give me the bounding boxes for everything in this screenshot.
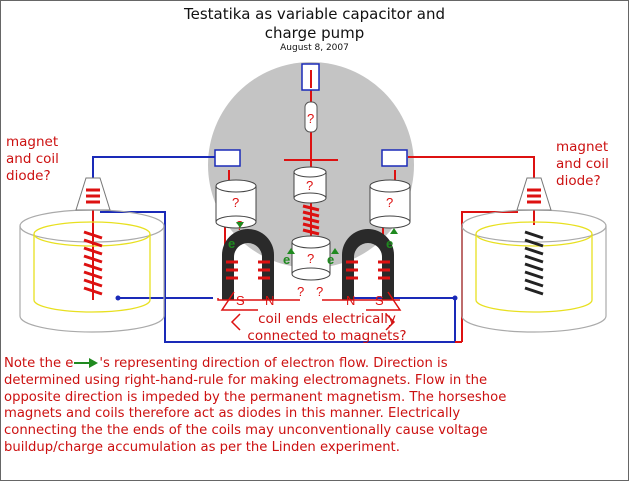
left-coil-bracket — [220, 291, 258, 311]
note-line-6: buildup/charge accumulation as per the L… — [4, 439, 400, 455]
left-brush-box — [214, 149, 241, 167]
left-diode-cone — [75, 177, 111, 211]
right-label-line: magnet — [556, 139, 609, 155]
north-pole-label: N — [346, 293, 355, 308]
right-coil-bracket — [366, 291, 402, 311]
title-line-2: charge pump — [264, 24, 365, 42]
question-mark: ? — [316, 284, 323, 299]
electron-label: e — [228, 236, 235, 251]
right-label-line: and coil — [556, 156, 609, 172]
question-mark: ? — [386, 195, 393, 210]
coil-label-bracket-right — [385, 313, 396, 331]
coil-ends-label: coil ends electrically connected to magn… — [227, 311, 427, 345]
right-brush-box — [381, 149, 408, 167]
left-label-line: and coil — [6, 151, 59, 167]
blue-wire-left-top — [92, 156, 215, 210]
note-line-1-rest: 's representing direction of electron fl… — [99, 356, 448, 371]
right-cup — [369, 179, 411, 229]
title-line-1: Testatika as variable capacitor and — [184, 5, 445, 23]
left-long-coil — [83, 230, 103, 296]
red-wire-right-side — [461, 211, 518, 342]
explanatory-note: Note the e 's representing direction of e… — [4, 356, 626, 457]
question-mark: ? — [307, 251, 314, 266]
center-bottom-cup — [291, 235, 331, 281]
question-mark: ? — [307, 111, 314, 126]
question-mark: ? — [297, 284, 304, 299]
electron-markers: e e e e — [228, 236, 393, 267]
coil-label-line: coil ends electrically — [258, 311, 396, 327]
note-line-4: magnets and coils therefore act as diode… — [4, 406, 461, 422]
coil-label-bracket-left — [230, 313, 241, 331]
coil-end-leads — [217, 298, 400, 301]
left-label-line: diode? — [6, 168, 51, 184]
note-line-2: determined using right-hand-rule for mak… — [4, 372, 488, 388]
right-diode-cone — [516, 177, 552, 211]
electron-arrow — [331, 248, 339, 254]
electron-label: e — [386, 236, 393, 251]
left-cylinder — [19, 209, 165, 333]
title-date: August 8, 2007 — [280, 43, 349, 53]
south-pole-label: S — [375, 293, 384, 308]
left-diode-label: magnet and coil diode? — [6, 134, 59, 185]
question-mark: ? — [232, 195, 239, 210]
left-cup — [215, 179, 257, 229]
right-cylinder — [461, 209, 607, 333]
electron-label: e — [283, 252, 290, 267]
center-top-cup — [293, 166, 327, 204]
red-wire-right-top — [408, 156, 535, 188]
right-long-coil — [524, 230, 544, 296]
left-label-line: magnet — [6, 134, 59, 150]
junction-dots — [115, 295, 458, 301]
electron-arrow — [236, 222, 244, 228]
center-resistor — [304, 101, 318, 133]
right-label-line: diode? — [556, 173, 601, 189]
electron-arrow — [287, 248, 295, 254]
pole-labels: S N N S — [236, 293, 384, 308]
note-line-1: Note the e 's representing direction of e… — [4, 356, 626, 373]
center-coil — [302, 204, 320, 236]
question-mark: ? — [306, 178, 313, 193]
right-horseshoe-magnet — [342, 229, 394, 300]
coil-label-line: connected to magnets? — [247, 328, 407, 344]
electron-arrow-icon — [74, 358, 99, 368]
electron-label: e — [327, 252, 334, 267]
south-pole-label: S — [236, 293, 245, 308]
note-prefix: Note the e — [4, 356, 74, 371]
note-line-3: opposite direction is impeded by the per… — [4, 389, 507, 405]
right-diode-label: magnet and coil diode? — [556, 139, 609, 190]
north-pole-label: N — [265, 293, 274, 308]
electron-arrow — [390, 228, 398, 234]
electron-arrows — [236, 222, 398, 254]
blue-wire-bottom — [100, 211, 456, 343]
left-horseshoe-magnet — [222, 229, 274, 300]
note-line-5: connecting the the ends of the coils may… — [4, 423, 488, 439]
